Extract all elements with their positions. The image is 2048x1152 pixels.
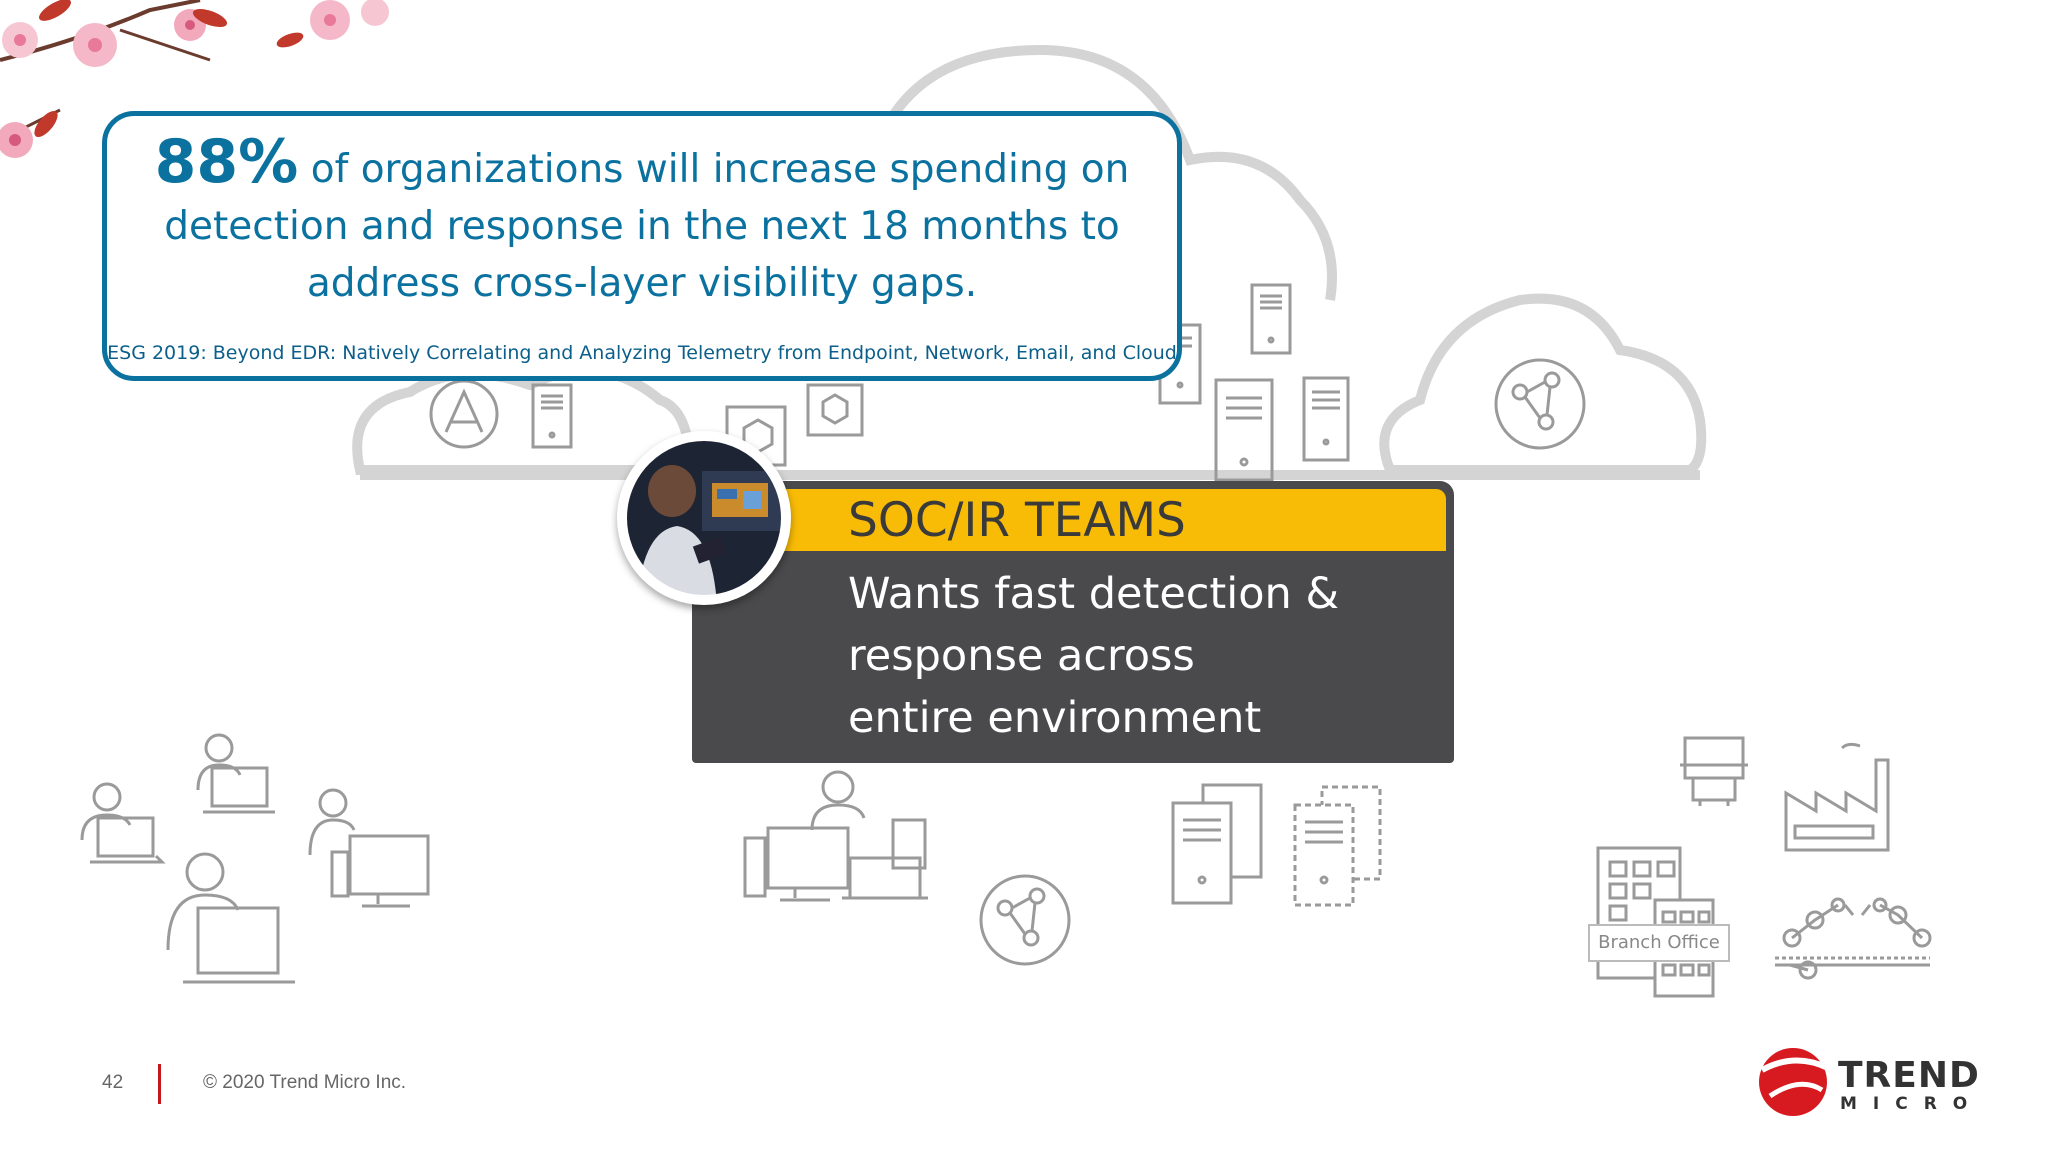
factory-icon [1784, 742, 1890, 852]
analyst-avatar [617, 431, 791, 605]
logo-wordmark: TREND [1838, 1055, 1980, 1096]
server-rack-icon [1171, 783, 1382, 907]
soc-title: SOC/IR TEAMS [848, 493, 1186, 548]
analyst-photo-icon [621, 435, 787, 601]
globe-network-icon [979, 358, 1586, 966]
page-number: 42 [102, 1072, 124, 1093]
stat-source: ESG 2019: Beyond EDR: Natively Correlati… [107, 342, 1177, 364]
stat-text-block: 88% of organizations will increase spend… [127, 132, 1157, 312]
desktop-icon [743, 770, 928, 902]
soc-body-line-2: response across [848, 631, 1195, 681]
printer-icon [1680, 736, 1748, 806]
user-laptop-icon [80, 733, 430, 984]
trend-micro-logo-icon [1759, 1048, 1830, 1116]
logo-subtext: MICRO [1840, 1094, 1984, 1114]
cherry-blossom-icon [0, 0, 389, 158]
soc-header-bar [782, 489, 1446, 551]
soc-body-line-1: Wants fast detection & [848, 569, 1339, 619]
branch-office-label: Branch Office [1588, 924, 1730, 962]
soc-body-line-3: entire environment [848, 693, 1262, 743]
building-icon [1596, 846, 1715, 998]
footer-divider [158, 1064, 161, 1104]
stat-statement: of organizations will increase spending … [164, 147, 1130, 306]
stat-callout: 88% of organizations will increase spend… [102, 111, 1182, 381]
robot-arm-icon [1775, 897, 1932, 980]
stat-percent: 88% [154, 127, 299, 197]
copyright-text: © 2020 Trend Micro Inc. [203, 1072, 407, 1093]
app-store-icon [429, 379, 499, 449]
soc-card: SOC/IR TEAMS Wants fast detection & resp… [692, 481, 1454, 763]
soc-body: Wants fast detection & response across e… [848, 563, 1368, 749]
